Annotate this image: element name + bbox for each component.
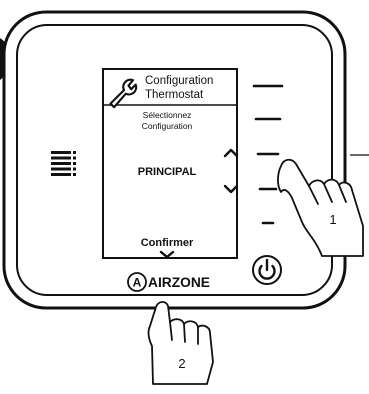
- side-buttons: [252, 84, 284, 225]
- screen-header-line1: Configuration: [145, 75, 213, 87]
- screen-prompt-line1: Sélectionnez: [143, 110, 192, 120]
- chevron-down-icon[interactable]: [223, 184, 239, 194]
- chevron-up-icon[interactable]: [223, 148, 239, 158]
- svg-text:A: A: [133, 276, 142, 290]
- step-label-2: 2: [178, 356, 185, 371]
- brand-name: AIRZONE: [148, 275, 210, 290]
- power-button[interactable]: [252, 255, 282, 285]
- pointing-hand-icon: [277, 158, 364, 257]
- wrench-icon: [109, 78, 138, 109]
- screen-value: PRINCIPAL: [138, 166, 197, 178]
- step-label-1: 1: [329, 212, 336, 227]
- menu-icon[interactable]: [51, 151, 76, 176]
- screen-prompt-line2: Configuration: [142, 121, 193, 131]
- pointing-hand-icon: [147, 301, 214, 385]
- screen-header-line2: Thermostat: [145, 89, 204, 101]
- confirm-label: Confirmer: [141, 237, 194, 249]
- display-screen: Configuration Thermostat Sélectionnez Co…: [102, 68, 238, 259]
- power-icon: [258, 258, 276, 280]
- confirm-chevron-icon: [159, 250, 175, 259]
- airzone-logo: A AIRZONE: [127, 272, 210, 292]
